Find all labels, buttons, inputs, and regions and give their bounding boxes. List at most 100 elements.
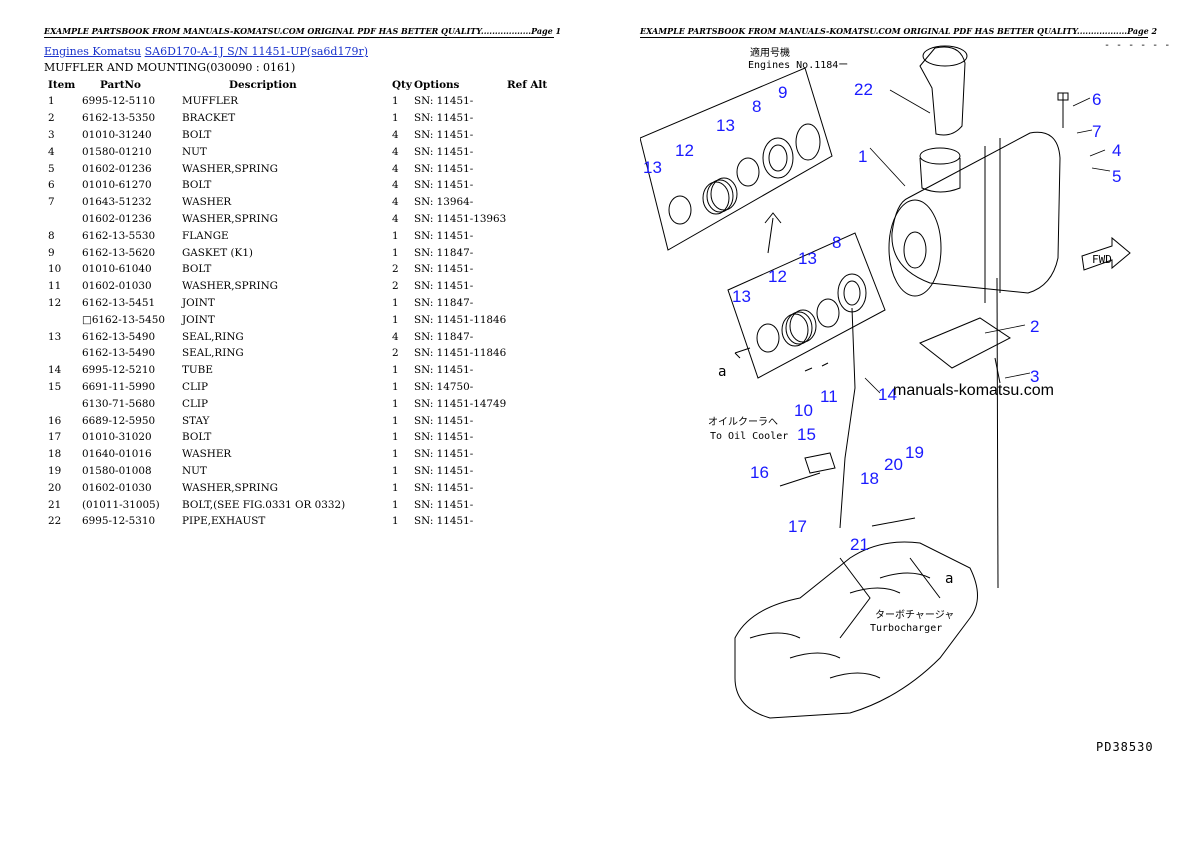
cell-options: SN: 11451- bbox=[414, 364, 474, 377]
turbo-label-jp: ターボチャージャ bbox=[875, 609, 954, 621]
breadcrumb: Engines Komatsu SA6D170-A-1J S/N 11451-U… bbox=[44, 45, 368, 58]
cell-partno: 6995-12-5210 bbox=[82, 364, 156, 377]
cell-options: SN: 11451- bbox=[414, 263, 474, 276]
section-title: MUFFLER AND MOUNTING(030090 : 0161) bbox=[44, 61, 296, 74]
cell-partno: 6691-11-5990 bbox=[82, 380, 156, 393]
bolt-6 bbox=[1057, 92, 1069, 128]
cell-partno: 6162-13-5451 bbox=[82, 296, 156, 309]
cell-partno: 6162-13-5620 bbox=[82, 246, 156, 259]
cell-qty: 1 bbox=[392, 397, 399, 410]
cell-refalt bbox=[507, 463, 557, 480]
header-refalt: Ref Alt bbox=[507, 78, 548, 91]
cell-partno: 6130-71-5680 bbox=[82, 397, 156, 410]
cell-item: 4 bbox=[48, 145, 55, 158]
cell-item: 11 bbox=[48, 280, 62, 293]
callout-13-b: 13 bbox=[643, 158, 662, 177]
cell-description: JOINT bbox=[182, 296, 215, 309]
callout-20: 20 bbox=[884, 455, 903, 474]
callout-11: 11 bbox=[820, 387, 838, 406]
cell-description: CLIP bbox=[182, 397, 208, 410]
callout-14: 14 bbox=[878, 385, 897, 404]
cell-description: WASHER,SPRING bbox=[182, 481, 278, 494]
cell-item: 5 bbox=[48, 162, 55, 175]
cell-item: 18 bbox=[48, 448, 62, 461]
cell-qty: 1 bbox=[392, 481, 399, 494]
cell-description: WASHER,SPRING bbox=[182, 280, 278, 293]
cell-partno: 6689-12-5950 bbox=[82, 414, 156, 427]
gasket-9-upper bbox=[795, 123, 821, 161]
cell-item: 10 bbox=[48, 263, 62, 276]
breadcrumb-link-model[interactable]: SA6D170-A-1J S/N 11451-UP(sa6d179r) bbox=[144, 45, 368, 58]
bolt-21 bbox=[871, 517, 916, 527]
cell-refalt bbox=[507, 496, 557, 513]
cell-item: 7 bbox=[48, 196, 55, 209]
callout-18: 18 bbox=[860, 469, 879, 488]
cell-description: SEAL,RING bbox=[182, 330, 244, 343]
cell-item bbox=[44, 345, 82, 362]
cell-options: SN: 11451- bbox=[414, 464, 474, 477]
ring-13b-lower bbox=[816, 298, 840, 328]
cell-item: 2 bbox=[48, 112, 55, 125]
cell-qty: 4 bbox=[392, 145, 399, 158]
cell-refalt bbox=[507, 328, 557, 345]
cell-refalt bbox=[507, 479, 557, 496]
callout-4: 4 bbox=[1112, 141, 1121, 160]
cell-options: SN: 11451-11846 bbox=[414, 313, 507, 326]
cell-description: WASHER bbox=[182, 448, 232, 461]
cell-options: SN: 11847- bbox=[414, 246, 474, 259]
cell-refalt bbox=[507, 345, 557, 362]
page-header-left: EXAMPLE PARTSBOOK FROM MANUALS-KOMATSU.C… bbox=[44, 26, 562, 36]
watermark: manuals-komatsu.com bbox=[893, 382, 1054, 399]
cell-options: SN: 11451- bbox=[414, 179, 474, 192]
callout-19: 19 bbox=[905, 443, 924, 462]
header-partno: PartNo bbox=[100, 78, 141, 91]
flange-8-upper bbox=[762, 137, 794, 179]
cell-options: SN: 14750- bbox=[414, 380, 474, 393]
cell-qty: 4 bbox=[392, 196, 399, 209]
cell-options: SN: 11451- bbox=[414, 112, 474, 125]
cell-options: SN: 11451- bbox=[414, 229, 474, 242]
cell-description: BOLT bbox=[182, 179, 212, 192]
ref-a-left: a bbox=[718, 364, 726, 380]
cell-qty: 2 bbox=[392, 280, 399, 293]
exhaust-pipe bbox=[919, 46, 966, 136]
cell-qty: 1 bbox=[392, 464, 399, 477]
cell-partno: □6162-13-5450 bbox=[82, 313, 165, 326]
cell-options: SN: 11451- bbox=[414, 414, 474, 427]
cell-description: MUFFLER bbox=[182, 95, 239, 108]
page-header-right: EXAMPLE PARTSBOOK FROM MANUALS-KOMATSU.C… bbox=[640, 26, 1158, 36]
detail-box-upper bbox=[640, 67, 833, 251]
cell-qty: 1 bbox=[392, 414, 399, 427]
cell-item: 1 bbox=[48, 95, 55, 108]
cell-partno: 01010-61040 bbox=[82, 263, 152, 276]
stay-16 bbox=[804, 452, 836, 474]
cell-options: SN: 11451- bbox=[414, 95, 474, 108]
engines-label: Engines No.1184ー bbox=[748, 60, 848, 71]
dashes: - - - - - - bbox=[1104, 40, 1171, 51]
cell-partno: 6162-13-5530 bbox=[82, 229, 156, 242]
cell-item: 21 bbox=[48, 498, 62, 511]
cell-partno: 01010-61270 bbox=[82, 179, 152, 192]
cell-refalt bbox=[507, 211, 557, 228]
cell-description: WASHER,SPRING bbox=[182, 162, 278, 175]
cell-description: WASHER,SPRING bbox=[182, 212, 278, 225]
callout-13-a: 13 bbox=[716, 116, 735, 135]
cell-qty: 2 bbox=[392, 347, 399, 360]
cell-options: SN: 11451- bbox=[414, 481, 474, 494]
muffler-body bbox=[891, 131, 1061, 294]
cell-partno: 01640-01016 bbox=[82, 448, 152, 461]
header-item: Item bbox=[48, 78, 76, 91]
cell-description: BOLT bbox=[182, 128, 212, 141]
cell-description: TUBE bbox=[182, 364, 213, 377]
breadcrumb-link-engines[interactable]: Engines Komatsu bbox=[44, 45, 142, 58]
cell-item: 16 bbox=[48, 414, 62, 427]
